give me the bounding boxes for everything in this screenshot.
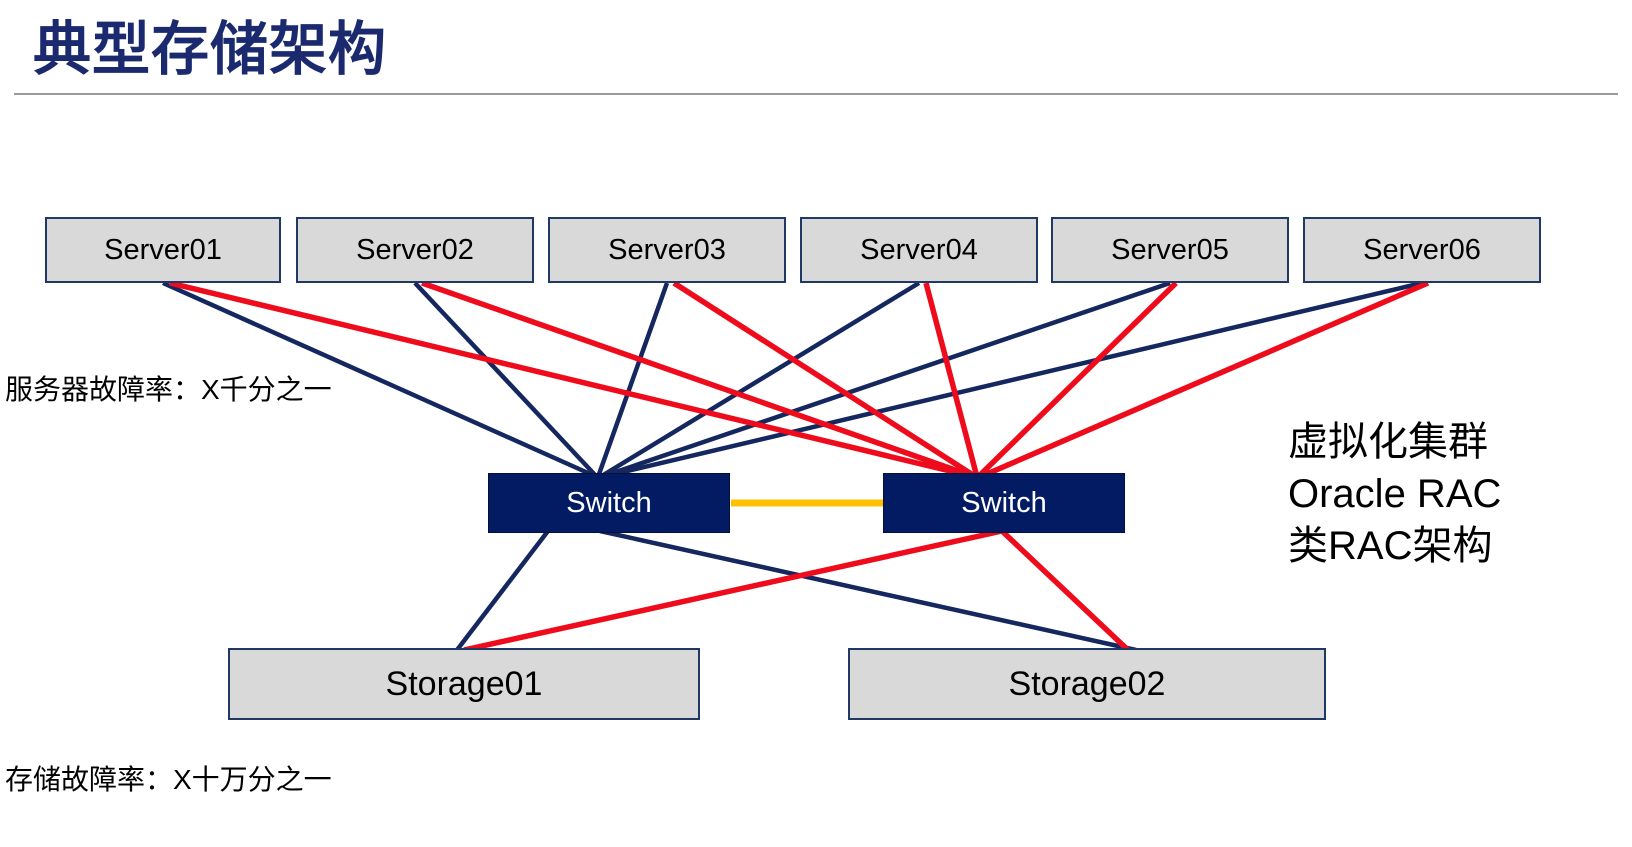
switch-left-label: Switch [566, 486, 652, 519]
line-switch-left-storage01 [455, 529, 550, 652]
storage02-node: Storage02 [848, 648, 1326, 720]
server06-node: Server06 [1303, 217, 1541, 283]
storage-failure-rate-label: 存储故障率：X十万分之一 [5, 764, 332, 795]
server02-node: Server02 [296, 217, 534, 283]
cluster-note: 虚拟化集群 Oracle RAC 类RAC架构 [1288, 416, 1501, 572]
line-server01-switch-left [162, 280, 598, 480]
line-server02-switch-right [421, 280, 976, 480]
storage02-label: Storage02 [1008, 664, 1166, 703]
server05-label: Server05 [1111, 233, 1229, 266]
page-title: 典型存储架构 [33, 17, 388, 82]
line-server01-switch-right [169, 280, 976, 480]
line-server05-switch-left [600, 280, 1171, 480]
line-server04-switch-left [598, 281, 921, 479]
line-server06-switch-left [601, 280, 1423, 480]
cluster-note-line3: 类RAC架构 [1288, 524, 1493, 568]
cluster-note-line2: Oracle RAC [1288, 472, 1502, 516]
storage01-label: Storage01 [385, 664, 543, 703]
switch-right-label: Switch [961, 486, 1047, 519]
line-server02-switch-left [413, 281, 599, 479]
server-failure-rate-label: 服务器故障率：X千分之一 [5, 374, 332, 405]
line-server06-switch-right [978, 280, 1430, 480]
server06-label: Server06 [1363, 233, 1481, 266]
line-server03-switch-left [595, 282, 670, 478]
server01-node: Server01 [45, 217, 281, 283]
title-divider [14, 93, 1618, 95]
switch-left-node: Switch [488, 473, 730, 533]
server02-label: Server02 [356, 233, 474, 266]
line-switch-right-storage02 [1000, 529, 1130, 652]
server05-node: Server05 [1051, 217, 1289, 283]
line-server03-switch-right [672, 280, 978, 480]
server04-label: Server04 [860, 233, 978, 266]
server01-label: Server01 [104, 233, 222, 266]
server04-node: Server04 [800, 217, 1038, 283]
switch-right-node: Switch [883, 473, 1125, 533]
cluster-note-line1: 虚拟化集群 [1288, 420, 1488, 464]
line-server05-switch-right [976, 281, 1178, 479]
line-switch-left-storage02 [599, 528, 1137, 653]
server03-label: Server03 [608, 233, 726, 266]
storage01-node: Storage01 [228, 648, 700, 720]
line-switch-right-storage01 [463, 528, 1003, 653]
line-server04-switch-right [923, 282, 980, 478]
server03-node: Server03 [548, 217, 786, 283]
